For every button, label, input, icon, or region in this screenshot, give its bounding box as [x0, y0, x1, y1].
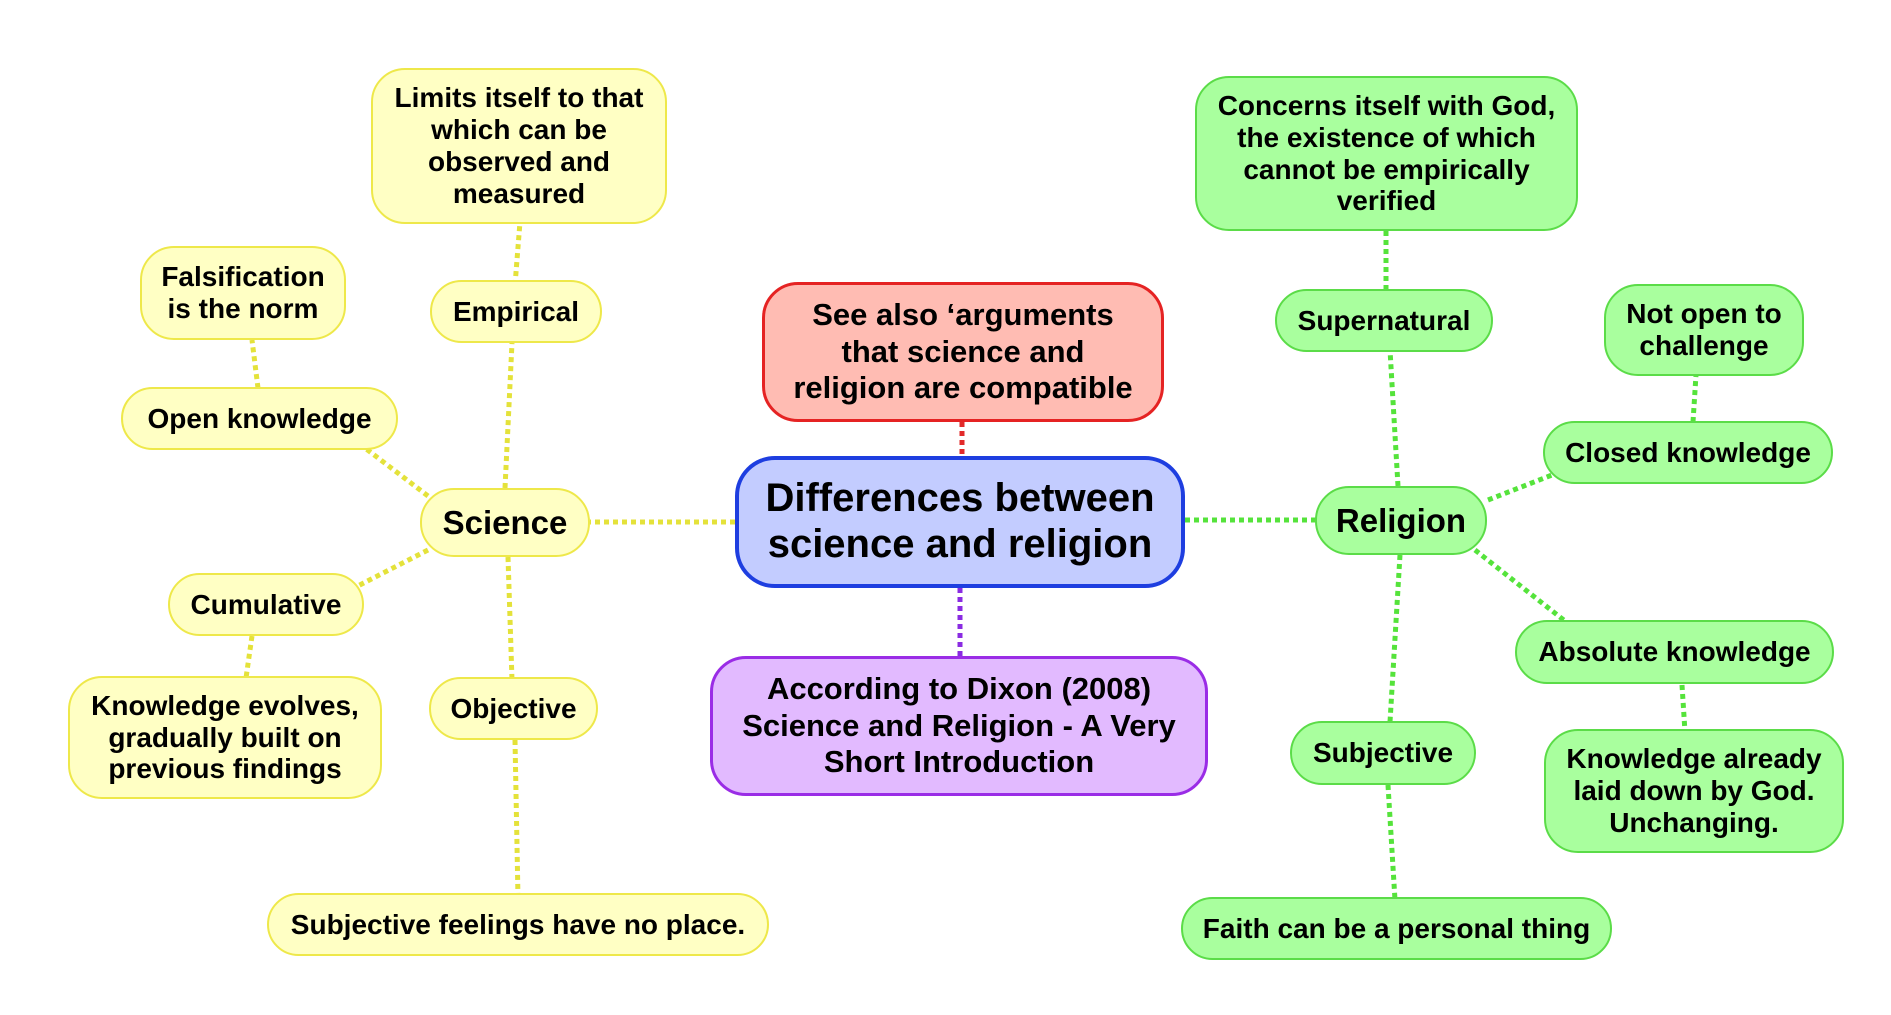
open-knowledge-detail-label: Falsification is the norm	[161, 261, 325, 324]
supernatural-detail-node[interactable]: Concerns itself with God, the existence …	[1195, 76, 1578, 231]
cumulative-detail-label: Knowledge evolves, gradually built on pr…	[91, 689, 359, 785]
empirical-detail-node[interactable]: Limits itself to that which can be obser…	[371, 68, 667, 224]
supernatural-detail-label: Concerns itself with God, the existence …	[1217, 89, 1556, 217]
empirical-node[interactable]: Empirical	[430, 280, 602, 343]
open-knowledge-node[interactable]: Open knowledge	[121, 387, 398, 450]
absolute-knowledge-detail-node[interactable]: Knowledge already laid down by God. Unch…	[1544, 729, 1844, 853]
open-knowledge-label: Open knowledge	[147, 402, 372, 434]
absolute-knowledge-label: Absolute knowledge	[1538, 636, 1811, 668]
supernatural-label: Supernatural	[1297, 304, 1471, 336]
objective-node[interactable]: Objective	[429, 677, 598, 740]
link-science-objective	[505, 556, 515, 681]
empirical-detail-label: Limits itself to that which can be obser…	[394, 82, 644, 209]
absolute-knowledge-node[interactable]: Absolute knowledge	[1515, 620, 1834, 684]
absolute-knowledge-detail-label: Knowledge already laid down by God. Unch…	[1566, 743, 1822, 838]
religion-label: Religion	[1335, 501, 1467, 539]
central-topic-label: Differences between science and religion	[765, 476, 1155, 566]
link-subjective-detail	[1385, 784, 1398, 901]
link-science-empirical	[502, 342, 515, 489]
objective-label: Objective	[450, 692, 577, 724]
closed-knowledge-detail-node[interactable]: Not open to challenge	[1604, 284, 1804, 376]
subjective-label: Subjective	[1312, 737, 1454, 769]
science-node[interactable]: Science	[420, 488, 590, 557]
closed-knowledge-label: Closed knowledge	[1565, 436, 1811, 468]
closed-knowledge-node[interactable]: Closed knowledge	[1543, 421, 1833, 484]
link-religion-absolute	[1473, 548, 1572, 627]
link-religion-supernatural	[1387, 349, 1401, 487]
link-open-detail	[249, 339, 261, 389]
science-label: Science	[442, 503, 568, 541]
link-religion-subjective	[1387, 554, 1403, 723]
religion-node[interactable]: Religion	[1315, 486, 1487, 555]
empirical-label: Empirical	[452, 295, 580, 327]
subjective-node[interactable]: Subjective	[1290, 721, 1476, 785]
central-topic[interactable]: Differences between science and religion	[735, 456, 1185, 588]
objective-detail-label: Subjective feelings have no place.	[290, 908, 746, 940]
cumulative-node[interactable]: Cumulative	[168, 573, 364, 636]
cumulative-label: Cumulative	[190, 588, 342, 620]
supernatural-node[interactable]: Supernatural	[1275, 289, 1493, 352]
link-absolute-detail	[1679, 684, 1688, 733]
link-science-open	[363, 446, 430, 498]
note-compatible-label: See also ‘arguments that science and rel…	[793, 297, 1133, 406]
objective-detail-node[interactable]: Subjective feelings have no place.	[267, 893, 769, 956]
link-objective-detail	[512, 739, 521, 899]
subjective-detail-node[interactable]: Faith can be a personal thing	[1181, 897, 1612, 960]
link-empirical-detail	[512, 221, 523, 286]
closed-knowledge-detail-label: Not open to challenge	[1626, 298, 1782, 361]
link-closed-detail	[1690, 374, 1699, 423]
note-compatible-arguments[interactable]: See also ‘arguments that science and rel…	[762, 282, 1164, 422]
subjective-detail-label: Faith can be a personal thing	[1202, 912, 1591, 944]
cumulative-detail-node[interactable]: Knowledge evolves, gradually built on pr…	[68, 676, 382, 799]
open-knowledge-detail-node[interactable]: Falsification is the norm	[140, 246, 346, 340]
link-religion-closed	[1487, 472, 1553, 503]
link-science-cumulative	[348, 547, 430, 593]
link-cumulative-detail	[243, 635, 255, 679]
note-source-label: According to Dixon (2008) Science and Re…	[742, 671, 1176, 780]
note-source-reference[interactable]: According to Dixon (2008) Science and Re…	[710, 656, 1208, 796]
